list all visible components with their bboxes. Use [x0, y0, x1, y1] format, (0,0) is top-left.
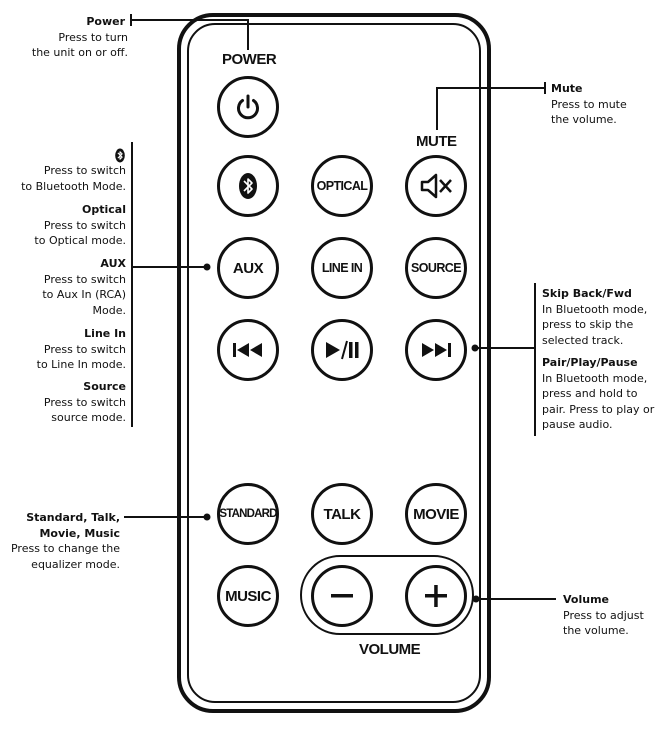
volume-callout-title: Volume [563, 593, 609, 606]
line-in-button[interactable]: LINE IN [311, 237, 373, 299]
mute-leader [436, 87, 545, 130]
source-callout-line1: Press to switch [43, 395, 126, 409]
aux-button[interactable]: AUX [217, 237, 279, 299]
volume-label: VOLUME [359, 641, 421, 658]
volume-up-button[interactable] [405, 565, 467, 627]
remote-body-outline [177, 13, 491, 713]
skip-forward-button[interactable] [405, 319, 467, 381]
music-button[interactable]: MUSIC [217, 565, 279, 627]
skip-forward-icon [422, 343, 451, 357]
line-in-callout-title: Line In [84, 327, 126, 340]
volume-callout: Volume Press to adjust the volume. [563, 592, 644, 639]
optical-callout-line1: Press to switch [43, 218, 126, 232]
movie-button[interactable]: MOVIE [405, 483, 467, 545]
bluetooth-callout-line1: Press to switch [43, 164, 126, 177]
aux-callout-line1: Press to switch [43, 272, 126, 286]
optical-callout-line2: to Optical mode. [34, 234, 126, 247]
bluetooth-callout: Press to switch to Bluetooth Mode. [21, 147, 126, 194]
play-pause-icon [326, 340, 359, 360]
mute-label: MUTE [416, 133, 457, 150]
standard-button[interactable]: STANDARD [217, 483, 279, 545]
volume-callout-line2: the volume. [563, 624, 629, 637]
eq-callout-line1: Press to change the [10, 542, 120, 555]
line-in-callout-line1: Press to switch [43, 342, 126, 356]
bluetooth-callout-line2: to Bluetooth Mode. [21, 179, 126, 193]
modes-leader-dot [203, 263, 211, 271]
volume-callout-line1: Press to adjust [563, 608, 644, 622]
aux-callout-line2: to Aux In (RCA) [42, 288, 126, 301]
aux-callout-line3: Mode. [92, 303, 126, 317]
mute-callout-line2: the volume. [551, 113, 617, 126]
eq-callout-title2: Movie, Music [39, 526, 120, 540]
power-label: POWER [222, 51, 277, 68]
mute-callout: Mute Press to mute the volume. [551, 81, 627, 128]
plus-icon [425, 585, 447, 607]
volume-rocker-outline [300, 555, 474, 635]
play-pause-button[interactable] [311, 319, 373, 381]
line-in-callout: Line In Press to switch to Line In mode. [37, 326, 126, 373]
skip-callout-title: Skip Back/Fwd [542, 287, 632, 300]
eq-callout-line2: equalizer mode. [31, 557, 120, 571]
pair-callout-title: Pair/Play/Pause [542, 356, 638, 369]
skip-back-icon [233, 343, 262, 357]
skip-back-button[interactable] [217, 319, 279, 381]
optical-button[interactable]: OPTICAL [311, 155, 373, 217]
mute-callout-title: Mute [551, 82, 583, 95]
eq-callout: Standard, Talk, Movie, Music Press to ch… [11, 510, 120, 572]
mute-callout-line1: Press to mute [551, 97, 627, 111]
source-callout-line2: source mode. [51, 411, 126, 424]
eq-callout-title1: Standard, Talk, [26, 511, 120, 524]
mute-icon [420, 173, 452, 199]
minus-icon [331, 594, 353, 598]
source-button[interactable]: SOURCE [405, 237, 467, 299]
aux-callout: AUX Press to switch to Aux In (RCA) Mode… [42, 256, 126, 318]
pair-callout-line2: press and hold to [542, 387, 638, 400]
power-callout-line2: the unit on or off. [31, 46, 128, 59]
skip-callout-line2: press to skip the [542, 318, 634, 331]
eq-leader-dot [203, 513, 211, 521]
power-callout-line1: Press to turn [58, 30, 128, 44]
skip-callout-line3: selected track. [542, 333, 624, 347]
bluetooth-icon [239, 173, 257, 199]
power-button[interactable] [217, 76, 279, 138]
skip-callout-line1: In Bluetooth mode, [542, 302, 648, 316]
power-leader [131, 19, 249, 50]
power-callout: Power Press to turn the unit on or off. [32, 14, 128, 61]
source-callout: Source Press to switch source mode. [44, 379, 126, 426]
remote-body-inner-outline [187, 23, 481, 703]
pair-callout-line3: pair. Press to play or [542, 402, 655, 416]
bluetooth-button[interactable] [217, 155, 279, 217]
optical-callout-title: Optical [82, 203, 126, 216]
pair-callout: Pair/Play/Pause In Bluetooth mode, press… [542, 355, 654, 433]
source-callout-title: Source [83, 380, 126, 393]
line-in-callout-line2: to Line In mode. [36, 358, 126, 371]
skip-callout: Skip Back/Fwd In Bluetooth mode, press t… [542, 286, 647, 348]
pair-callout-line1: In Bluetooth mode, [542, 371, 648, 385]
mute-button[interactable] [405, 155, 467, 217]
power-callout-title: Power [86, 15, 125, 28]
talk-button[interactable]: TALK [311, 483, 373, 545]
power-icon [237, 94, 259, 120]
skip-pair-leader-dot [471, 344, 479, 352]
aux-callout-title: AUX [100, 257, 126, 270]
volume-down-button[interactable] [311, 565, 373, 627]
optical-callout: Optical Press to switch to Optical mode. [34, 202, 126, 249]
volume-leader-dot [472, 595, 480, 603]
pair-callout-line4: pause audio. [542, 418, 613, 431]
bluetooth-callout-icon [115, 148, 125, 162]
